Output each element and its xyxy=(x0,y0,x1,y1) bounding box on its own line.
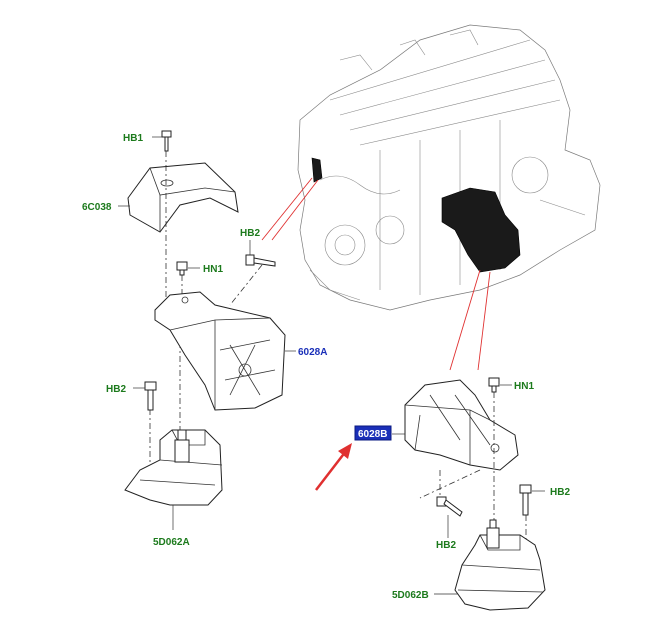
bracket-6028b xyxy=(404,379,519,471)
hn1-right-nut xyxy=(488,377,500,393)
engine-mount-5d062a xyxy=(124,429,223,506)
hn1-left-nut xyxy=(176,261,188,276)
callout-lines xyxy=(261,177,491,371)
hb2-top-bolt xyxy=(245,254,276,267)
engine-mount-5d062b xyxy=(454,519,546,611)
label-hb2-right: HB2 xyxy=(550,487,570,498)
label-hb2-left: HB2 xyxy=(106,384,126,395)
heat-shield-6c038 xyxy=(127,162,239,233)
label-hb2-top: HB2 xyxy=(240,228,260,239)
hb1-bolt xyxy=(161,130,172,152)
label-5d062b: 5D062B xyxy=(392,590,429,601)
label-hb1: HB1 xyxy=(123,133,143,144)
bracket-6028a xyxy=(154,291,286,411)
label-hb2-bottom: HB2 xyxy=(436,540,456,551)
label-6028a: 6028A xyxy=(298,347,327,358)
red-arrow-icon xyxy=(315,443,352,491)
label-hn1-right: HN1 xyxy=(514,381,534,392)
hb2-bottom-bolt xyxy=(436,496,463,517)
hb2-right-bolt xyxy=(519,484,532,516)
label-6028b: 6028B xyxy=(358,429,387,440)
engine-block xyxy=(297,24,601,311)
engine-mount-dark xyxy=(441,187,521,273)
label-6c038: 6C038 xyxy=(82,202,112,213)
label-5d062a: 5D062A xyxy=(153,537,190,548)
label-hn1-left: HN1 xyxy=(203,264,223,275)
highlight-6028b xyxy=(354,425,392,441)
hb2-left-bolt xyxy=(144,381,157,411)
